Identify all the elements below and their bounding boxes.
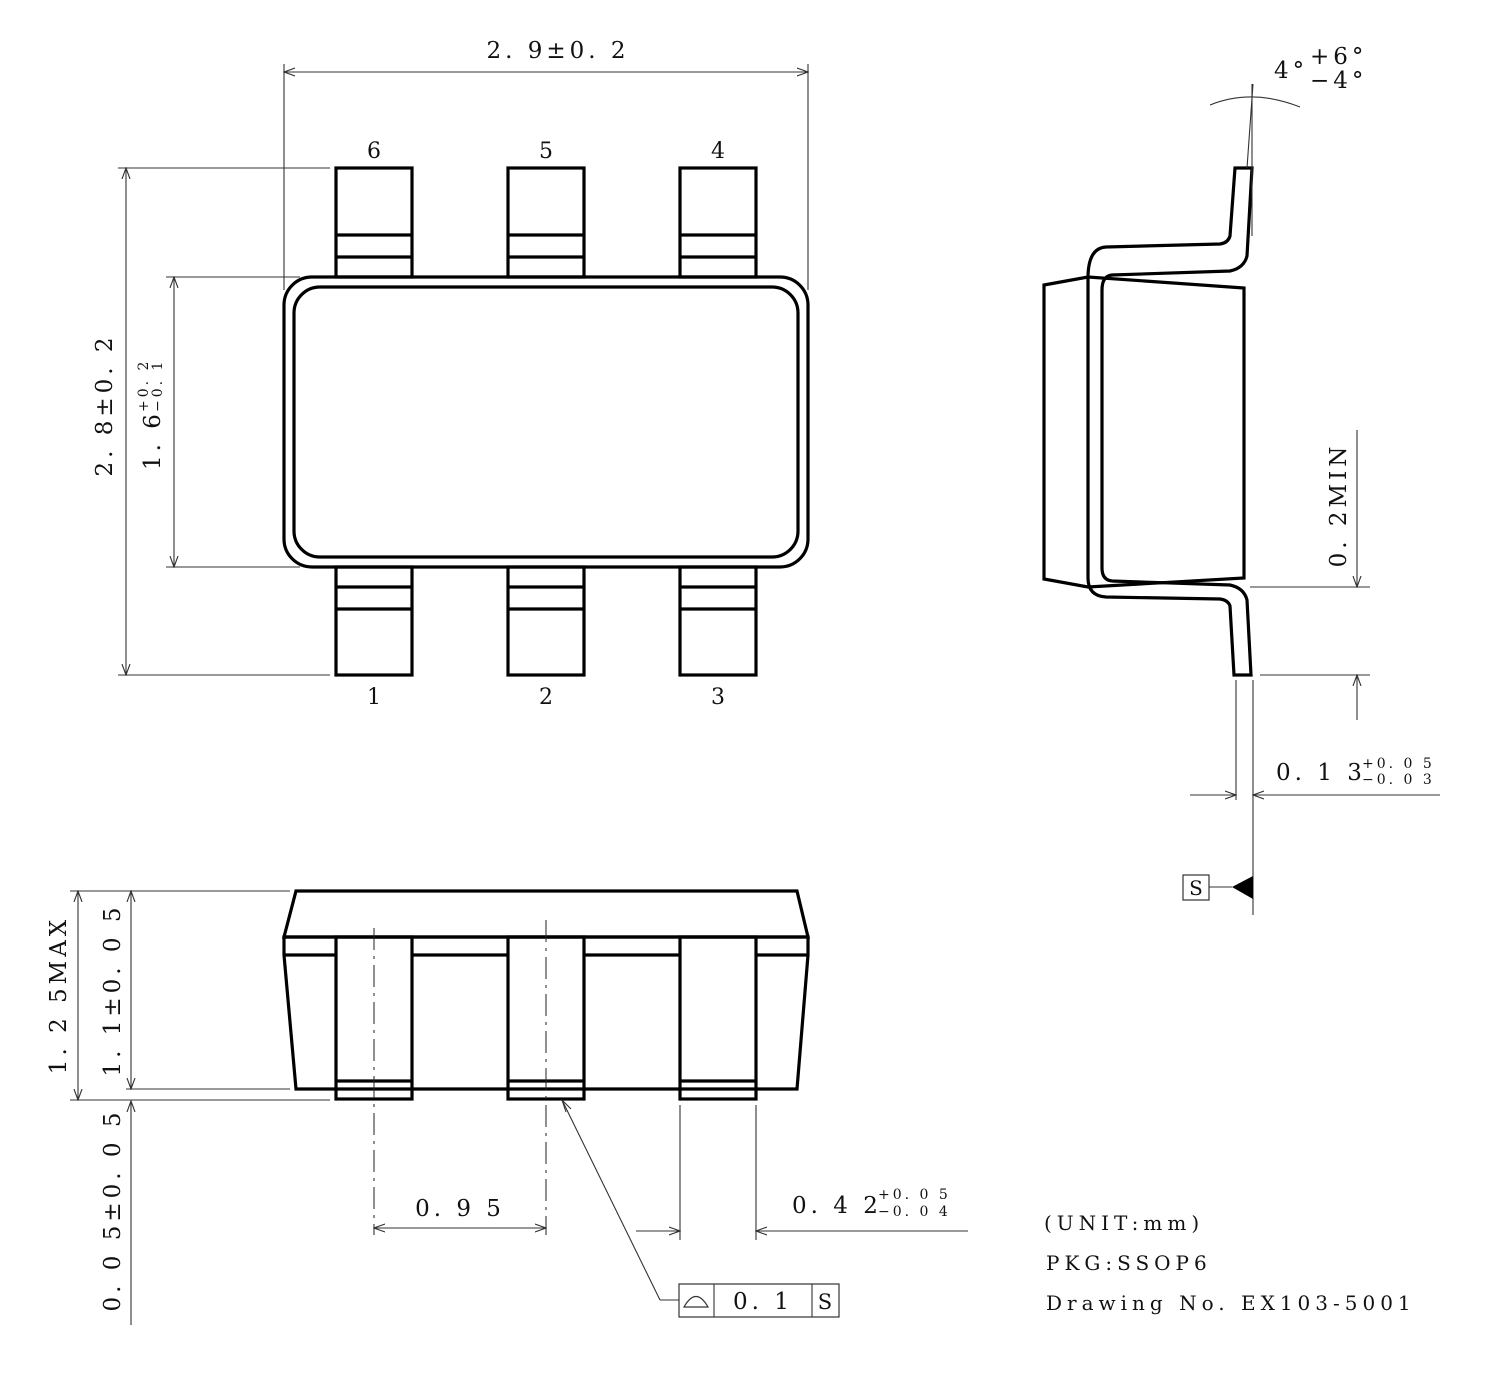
side-view: 4° +6° −4° 0. 2MIN 0. 1 3 +0. 0 5 −0. 0 …: [1042, 44, 1440, 915]
datum-s-symbol: S: [1182, 874, 1253, 901]
svg-text:+0. 2: +0. 2: [136, 359, 152, 412]
drawing-number: Drawing No. EX103-5001: [1046, 1291, 1416, 1315]
pin-label-1: 1: [367, 685, 381, 710]
dim-lead-angle: 4° +6° −4°: [1274, 44, 1367, 94]
tolerance-frame: 0. 1 S: [678, 1283, 840, 1318]
svg-text:S: S: [1189, 876, 1203, 900]
dim-body-length: 1. 6 +0. 2 −0. 1: [136, 359, 166, 470]
pin-label-6: 6: [367, 139, 381, 164]
top-leads: [334, 166, 758, 279]
svg-text:−0. 0 3: −0. 0 3: [1362, 772, 1435, 788]
package-body-inner: [292, 285, 800, 559]
pin-label-2: 2: [539, 685, 553, 710]
unit-note: (UNIT:mm): [1044, 1211, 1204, 1235]
dim-standoff-min: 0. 2MIN: [1326, 443, 1352, 568]
svg-text:0. 1 3: 0. 1 3: [1276, 760, 1366, 786]
dim-pitch: 0. 9 5: [415, 1196, 505, 1222]
package-label: PKG:SSOP6: [1046, 1251, 1212, 1275]
svg-text:S: S: [818, 1290, 832, 1314]
dim-overall-length: 2. 8±0. 2: [92, 333, 118, 476]
pin-label-3: 3: [711, 685, 725, 710]
svg-text:−0. 1: −0. 1: [150, 359, 166, 412]
profile-of-surface-icon: [682, 1295, 710, 1308]
pin-label-5: 5: [539, 139, 553, 164]
title-notes: (UNIT:mm) PKG:SSOP6 Drawing No. EX103-50…: [1044, 1211, 1416, 1315]
svg-text:1. 6: 1. 6: [140, 410, 166, 470]
dim-lead-thickness: 0. 1 3 +0. 0 5 −0. 0 3: [1276, 756, 1435, 788]
top-view: 6 5 4 1 2 3 2. 9±0. 2 2. 8±0. 2 1. 6 +0.…: [92, 38, 810, 710]
svg-text:4°: 4°: [1274, 58, 1308, 84]
svg-text:0. 1: 0. 1: [733, 1289, 793, 1315]
dim-lead-width: 0. 4 2 +0. 0 5 −0. 0 4: [792, 1187, 951, 1220]
dim-body-height: 1. 1±0. 0 5: [100, 904, 126, 1077]
svg-text:+0. 0 5: +0. 0 5: [878, 1187, 951, 1203]
dim-max-height: 1. 2 5MAX: [46, 916, 72, 1074]
svg-text:+0. 0 5: +0. 0 5: [1362, 756, 1435, 772]
dim-standoff-height: 0. 0 5±0. 0 5: [100, 1109, 126, 1312]
pin-label-4: 4: [711, 139, 725, 164]
svg-text:−0. 0 4: −0. 0 4: [878, 1204, 951, 1220]
bottom-leads: [334, 565, 758, 677]
svg-text:+6°: +6°: [1310, 44, 1367, 70]
package-body-outer: [282, 275, 810, 569]
svg-text:0. 4 2: 0. 4 2: [792, 1193, 882, 1219]
front-view: 1. 2 5MAX 1. 1±0. 0 5 0. 0 5±0. 0 5 0. 9…: [46, 889, 968, 1325]
svg-text:−4°: −4°: [1310, 68, 1367, 94]
dim-overall-width: 2. 9±0. 2: [486, 38, 629, 64]
